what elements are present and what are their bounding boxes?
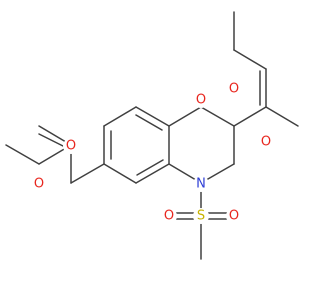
bond-ring-b-inner bbox=[136, 159, 164, 176]
bond-c6-ch2 bbox=[70, 163, 105, 184]
bond-carbonyl-oether bbox=[265, 106, 299, 127]
atom-sulfonyl-oxygen-left: O bbox=[161, 208, 177, 224]
atom-label-methyl-ester-carbonyl-oxygen: O bbox=[66, 139, 76, 154]
molecule-structure: O N O O O O S O bbox=[5, 11, 299, 260]
atom-label-sulfonyl-oxygen-right: O bbox=[229, 209, 239, 224]
bond-c8a-o bbox=[168, 106, 202, 127]
bond-ring-f bbox=[135, 106, 170, 127]
atom-label-ring-nitrogen: N bbox=[196, 177, 206, 192]
atom-label-sulfonyl-oxygen-left: O bbox=[164, 209, 174, 224]
bonds bbox=[5, 11, 299, 260]
atom-sulfur: S bbox=[193, 208, 209, 224]
bond-oether-ch2 bbox=[233, 49, 267, 70]
bond-ring-e bbox=[103, 106, 137, 127]
bond-ring-f-inner bbox=[135, 114, 163, 131]
bond-ring-b bbox=[135, 163, 170, 184]
atom-methyl-ester-ether-oxygen: O bbox=[31, 176, 47, 192]
atom-label-methyl-ester-ether-oxygen: O bbox=[34, 177, 44, 192]
bond-o-c2 bbox=[200, 106, 235, 127]
atom-ring-oxygen: O bbox=[193, 92, 209, 108]
atom-label-ester-ether-oxygen: O bbox=[229, 82, 239, 97]
bond-oether-ch3 bbox=[5, 144, 40, 165]
atom-ester-ether-oxygen: O bbox=[226, 81, 242, 97]
atom-label-sulfur: S bbox=[197, 209, 205, 224]
atom-label-ester-carbonyl-oxygen: O bbox=[261, 135, 271, 150]
atom-label-ring-oxygen: O bbox=[196, 93, 206, 108]
bond-ring-c bbox=[103, 163, 137, 184]
bond-c2-ccarbonyl bbox=[233, 106, 267, 127]
atom-ester-carbonyl-oxygen: O bbox=[258, 134, 274, 150]
atom-methyl-ester-carbonyl-oxygen: O bbox=[63, 138, 79, 154]
atom-sulfonyl-oxygen-right: O bbox=[226, 208, 242, 224]
atom-ring-nitrogen: N bbox=[193, 176, 209, 192]
atom-labels: O N O O O O S O bbox=[31, 81, 274, 224]
